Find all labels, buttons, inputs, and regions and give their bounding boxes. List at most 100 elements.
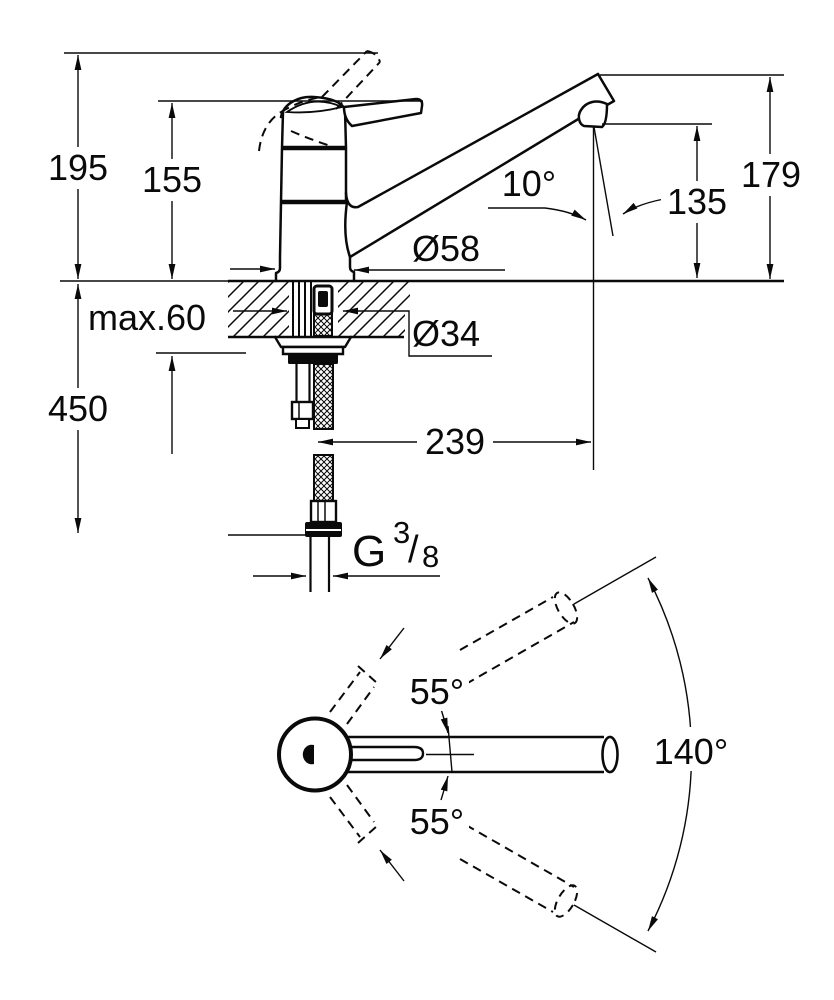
lower-radial-extension	[573, 904, 657, 953]
thread-numerator: 3	[393, 515, 410, 550]
dim-outlet-height-label: 135	[667, 181, 727, 222]
dim-swivel-lower-leader	[440, 775, 449, 801]
dim-height-below-counter: 450	[44, 284, 112, 533]
upper-radial-extension	[573, 556, 657, 605]
spout-aerator	[577, 100, 609, 129]
side-view: 195 155 max.60 450 Ø58 Ø34	[44, 50, 807, 592]
dim-swivel-upper: 55°	[379, 627, 469, 734]
upper-stub-cap	[357, 665, 378, 684]
dim-swivel-lower: 55°	[379, 775, 469, 882]
top-view: 55° 55° 140°	[277, 556, 739, 953]
faucet-body	[258, 50, 616, 283]
dim-spout-reach-label: 239	[425, 421, 485, 462]
left-tube-fill	[297, 364, 309, 402]
ext-stream-tilt	[593, 126, 614, 237]
dim-swivel-upper-leader	[440, 708, 449, 734]
dim-counter-thickness-label: max.60	[88, 297, 206, 338]
dim-height-total: 195	[44, 55, 112, 279]
dim-hole-diameter-label: Ø34	[412, 313, 480, 354]
lower-stub-cap	[357, 825, 378, 844]
ghost-dome-left	[258, 111, 282, 152]
dim-height-total-bg	[44, 147, 112, 189]
dim-swivel-lower-label: 55°	[410, 801, 464, 842]
ghost-lever-top	[321, 50, 368, 98]
body-right-edge	[343, 108, 348, 202]
lever-top-view	[349, 745, 425, 762]
ghost-dome-top	[280, 96, 323, 113]
dim-swivel-upper-bg	[405, 671, 469, 711]
dim-base-diameter-label: Ø58	[412, 228, 480, 269]
spout-top-view	[342, 725, 619, 774]
left-tube-connector-foot	[295, 418, 310, 429]
lower-tube-end-cap	[553, 884, 579, 918]
upper-tube-end-cap	[553, 591, 579, 625]
dim-spout-tip-height-bg	[735, 154, 807, 196]
spout-upper-edge	[344, 72, 600, 209]
supply-hose-lower	[313, 454, 334, 502]
body-right-lower-edge	[344, 200, 356, 283]
dim-stream-angle: 10°	[488, 163, 665, 221]
countertop-hatch-right	[338, 282, 410, 336]
dim-outlet-height: 135	[661, 126, 733, 278]
ghost-lever-bottom	[335, 61, 381, 110]
mounting-nut	[288, 354, 338, 364]
lower-tube-edge-1	[459, 858, 554, 913]
dim-height-to-lever: 155	[138, 103, 206, 279]
mounting-flange	[273, 335, 353, 349]
thread-slash: /	[408, 529, 419, 571]
dim-swivel-upper-label: 55°	[410, 671, 464, 712]
dim-swivel-total-bg	[647, 727, 739, 771]
hose-collar	[309, 499, 338, 524]
spout-tube-end-cap	[601, 735, 619, 774]
lower-tube-edge-2	[465, 824, 575, 888]
swivel-ghost-lower-stub	[329, 784, 378, 844]
dim-height-below-counter-bg	[44, 388, 112, 430]
dim-base-diameter: Ø58	[230, 228, 505, 274]
dim-spout-reach: 239	[318, 421, 591, 463]
mounting-washer	[281, 345, 345, 356]
dim-hole-diameter: Ø34	[233, 307, 492, 357]
dim-height-to-lever-label: 155	[142, 159, 202, 200]
ghost-dome-inner	[290, 130, 338, 149]
dim-hole-diameter-leader	[343, 307, 492, 357]
swivel-ghost-lower-tube	[459, 824, 657, 953]
dim-counter-thickness: max.60	[88, 297, 206, 454]
dim-stream-angle-leader-right	[622, 198, 665, 215]
lever-knob-top-view	[302, 744, 314, 765]
left-tube-connector	[290, 400, 315, 421]
under-counter-assembly	[273, 282, 353, 592]
countertop-hatch-left	[228, 282, 289, 336]
dim-height-below-counter-label: 450	[48, 388, 108, 429]
faucet-body-top-view	[277, 716, 353, 793]
dome-lens-seam	[284, 100, 345, 114]
upper-stub-edge-1	[329, 671, 361, 713]
dim-swivel-lower-radial	[379, 849, 405, 882]
spout-tip-face	[596, 72, 616, 107]
upper-stub-edge-2	[346, 686, 375, 725]
supply-hose-upper	[313, 363, 334, 430]
dim-stream-angle-label: 10°	[502, 163, 556, 204]
dim-swivel-upper-radial	[379, 627, 405, 660]
swivel-ghost-upper-tube	[459, 556, 657, 685]
spout-lower-edge	[348, 116, 582, 259]
thread-prefix: G	[352, 527, 386, 576]
dim-spout-reach-bg	[417, 423, 493, 463]
dim-swivel-lower-bg	[405, 801, 469, 841]
swivel-ghost-upper-stub	[329, 665, 378, 725]
upper-tube-edge-2	[465, 621, 575, 685]
swivel-reference-tick	[447, 725, 453, 773]
tail-pipe-fill	[311, 537, 329, 592]
dim-outlet-height-bg	[661, 181, 733, 223]
dim-spout-tip-height-label: 179	[741, 154, 801, 195]
ghost-lever-cap	[366, 50, 381, 63]
lever-handle	[342, 97, 424, 128]
dim-swivel-total-label: 140°	[654, 731, 728, 772]
mounting-stud-core	[318, 291, 328, 307]
lower-stub-edge-1	[329, 796, 361, 838]
dim-spout-tip-height: 179	[735, 77, 807, 279]
dim-height-total-label: 195	[48, 147, 108, 188]
lower-stub-edge-2	[346, 784, 375, 823]
dim-height-to-lever-bg	[138, 159, 206, 201]
